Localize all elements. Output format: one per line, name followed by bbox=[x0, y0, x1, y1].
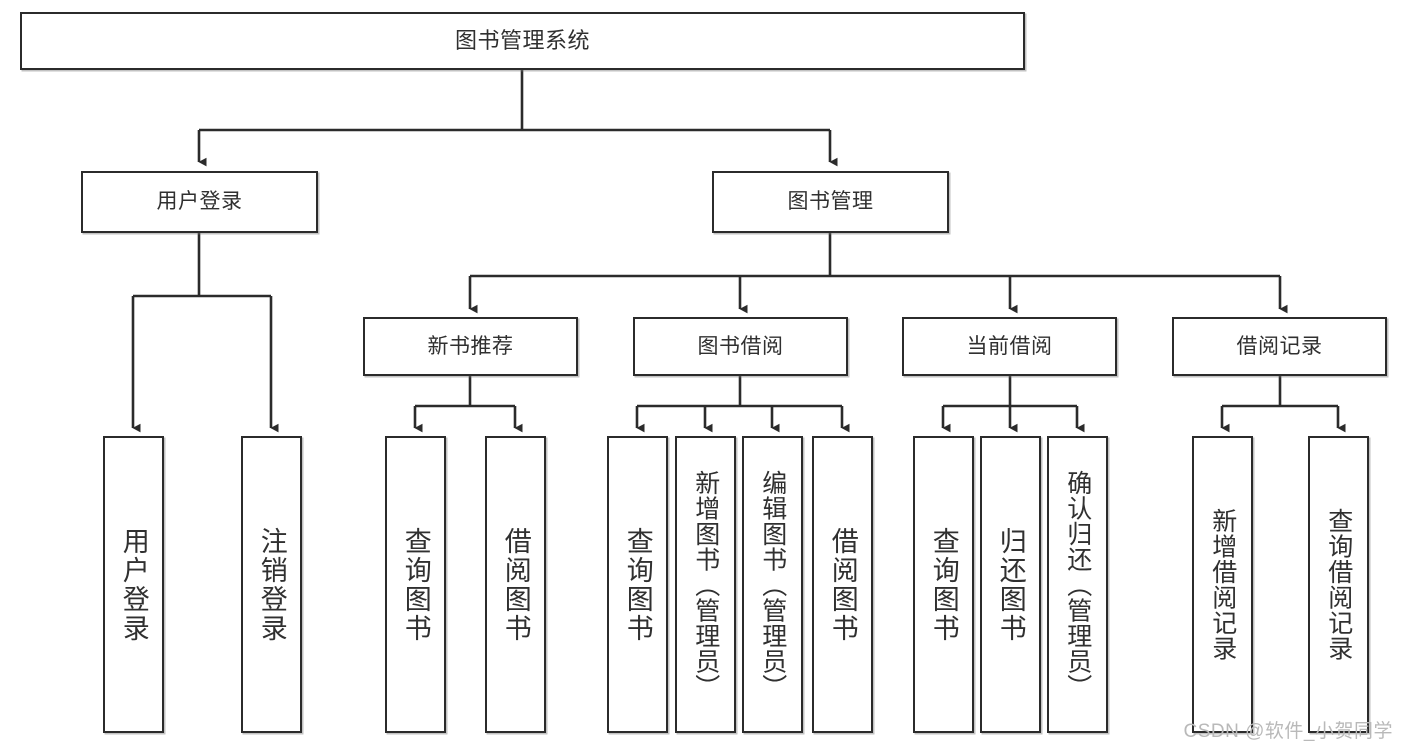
node-leaf-logout[interactable]: 注销登录 bbox=[241, 436, 302, 733]
node-book-manage[interactable]: 图书管理 bbox=[712, 171, 949, 233]
node-borrow-record[interactable]: 借阅记录 bbox=[1172, 317, 1387, 376]
node-leaf-logout-label: 注销登录 bbox=[256, 526, 287, 643]
node-leaf-edit-book-label: 编辑图书（管理员） bbox=[758, 469, 787, 700]
node-leaf-add-book-label: 新增图书（管理员） bbox=[691, 469, 720, 700]
node-new-book-recommend-label: 新书推荐 bbox=[427, 334, 514, 358]
node-leaf-query-record[interactable]: 查询借阅记录 bbox=[1308, 436, 1369, 733]
node-book-manage-label: 图书管理 bbox=[787, 190, 874, 214]
node-leaf-query-book-3-label: 查询图书 bbox=[928, 526, 959, 643]
node-leaf-query-record-label: 查询借阅记录 bbox=[1324, 508, 1353, 661]
node-leaf-add-record[interactable]: 新增借阅记录 bbox=[1192, 436, 1253, 733]
node-leaf-borrow-book-1-label: 借阅图书 bbox=[500, 526, 531, 643]
node-leaf-return-book[interactable]: 归还图书 bbox=[980, 436, 1041, 733]
node-leaf-return-book-label: 归还图书 bbox=[995, 526, 1026, 643]
node-root-label: 图书管理系统 bbox=[454, 27, 590, 53]
node-leaf-query-book-2-label: 查询图书 bbox=[622, 526, 653, 643]
node-leaf-edit-book[interactable]: 编辑图书（管理员） bbox=[742, 436, 803, 733]
node-leaf-add-book[interactable]: 新增图书（管理员） bbox=[675, 436, 736, 733]
node-leaf-add-record-label: 新增借阅记录 bbox=[1208, 508, 1237, 661]
node-leaf-borrow-book-1[interactable]: 借阅图书 bbox=[485, 436, 546, 733]
node-current-borrow[interactable]: 当前借阅 bbox=[902, 317, 1117, 376]
node-user-login-label: 用户登录 bbox=[156, 190, 243, 214]
node-leaf-user-login-label: 用户登录 bbox=[118, 526, 149, 643]
node-leaf-user-login[interactable]: 用户登录 bbox=[103, 436, 164, 733]
node-new-book-recommend[interactable]: 新书推荐 bbox=[363, 317, 578, 376]
node-leaf-borrow-book-2-label: 借阅图书 bbox=[827, 526, 858, 643]
node-leaf-query-book-3[interactable]: 查询图书 bbox=[913, 436, 974, 733]
node-leaf-confirm-return[interactable]: 确认归还（管理员） bbox=[1047, 436, 1108, 733]
node-current-borrow-label: 当前借阅 bbox=[966, 334, 1053, 358]
node-root[interactable]: 图书管理系统 bbox=[20, 12, 1025, 70]
node-leaf-query-book-1-label: 查询图书 bbox=[400, 526, 431, 643]
node-leaf-borrow-book-2[interactable]: 借阅图书 bbox=[812, 436, 873, 733]
node-leaf-query-book-2[interactable]: 查询图书 bbox=[607, 436, 668, 733]
node-user-login[interactable]: 用户登录 bbox=[81, 171, 318, 233]
node-borrow-record-label: 借阅记录 bbox=[1236, 334, 1323, 358]
node-leaf-confirm-return-label: 确认归还（管理员） bbox=[1063, 469, 1092, 700]
node-book-borrow[interactable]: 图书借阅 bbox=[633, 317, 848, 376]
node-leaf-query-book-1[interactable]: 查询图书 bbox=[385, 436, 446, 733]
node-book-borrow-label: 图书借阅 bbox=[697, 334, 784, 358]
